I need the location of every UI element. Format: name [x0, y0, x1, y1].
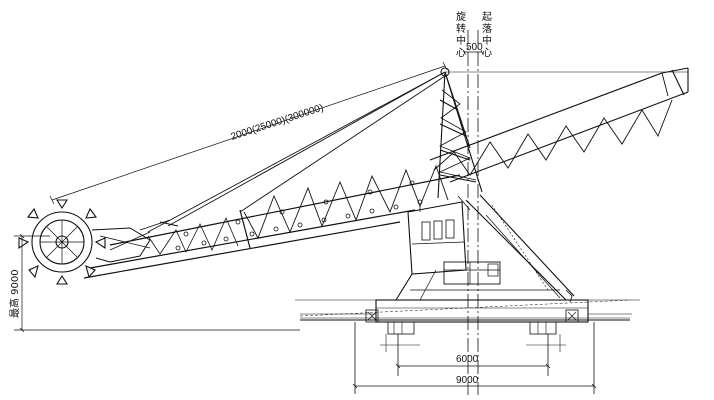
lift-center-label: 起 落 中 心	[482, 11, 492, 59]
rotation-center-label: 旋 转 中 心	[456, 10, 466, 59]
label-char: 心	[482, 47, 492, 59]
conveyor-rollers	[175, 180, 423, 251]
bucket-wheel	[18, 199, 106, 285]
boom-tie-rods	[147, 71, 446, 233]
offset-dimension	[462, 49, 484, 55]
boom-length-label: 2000(25000)(300000)	[230, 102, 325, 142]
label-char: 起	[482, 11, 492, 23]
counterweight-boom	[429, 67, 689, 183]
label-char: 落	[482, 23, 492, 35]
label-char: 中	[482, 34, 492, 47]
label-char: 中	[456, 34, 466, 47]
label-char: 旋	[456, 10, 466, 23]
span-dimensions	[352, 322, 597, 394]
crawler-base	[300, 299, 632, 335]
label-char: 心	[456, 47, 466, 59]
label-char: 转	[456, 22, 466, 35]
span-9000-label: 9000	[456, 375, 479, 386]
span-6000-label: 6000	[456, 354, 479, 365]
max-height-label: 最高 9000	[8, 269, 21, 318]
offset-label: 500	[466, 42, 483, 53]
mast-frame	[437, 67, 688, 199]
max-height-dimension	[14, 233, 300, 333]
bucket-wheel-boom	[83, 164, 461, 279]
